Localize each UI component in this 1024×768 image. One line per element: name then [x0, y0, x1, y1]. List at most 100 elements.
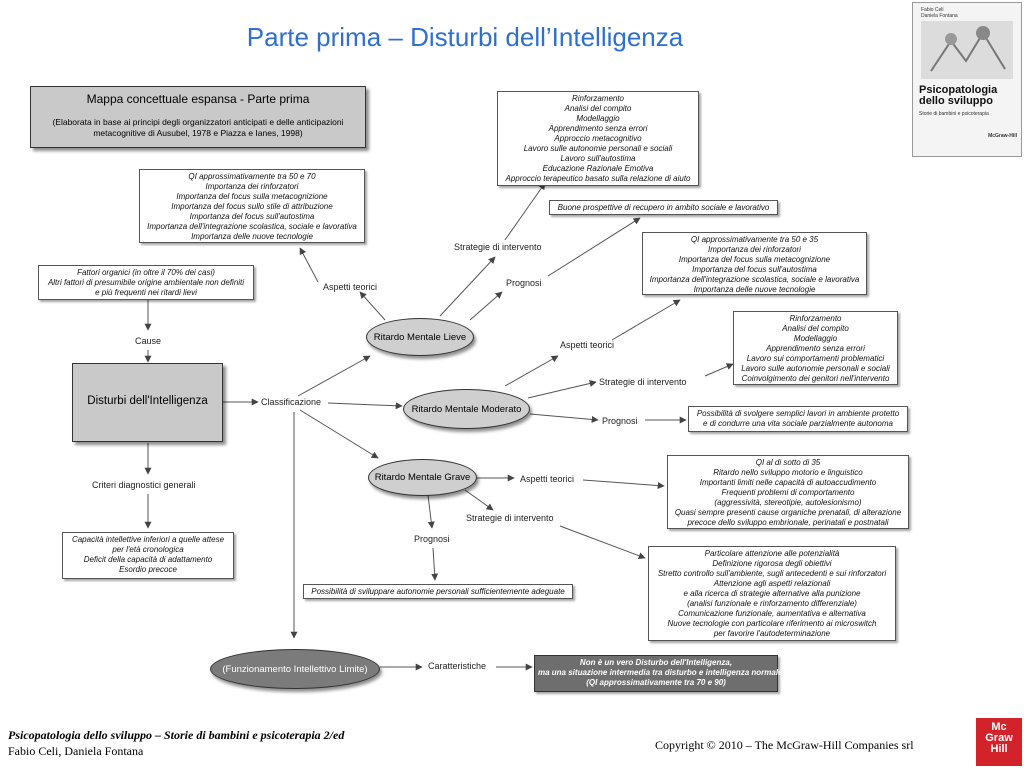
footer-book-title: Psicopatologia dello sviluppo – Storie d…: [8, 728, 345, 742]
strategie-grave-line-9: per favorire l'autodeterminazione: [713, 629, 831, 638]
prognosi-moderato-line-2: e di condurre una vita sociale parzialme…: [703, 419, 893, 428]
label-strategie-lieve: Strategie di intervento: [454, 242, 542, 252]
map-header-box: Mappa concettuale espansa - Parte prima …: [30, 86, 366, 148]
book-cover: Fabio Celi Daniela Fontana Psicopatologi…: [912, 2, 1022, 157]
aspetti-moderato-line-5: Importanza dell'integrazione scolastica,…: [649, 275, 860, 284]
aspetti-grave-line-4: Frequenti problemi di comportamento: [721, 488, 855, 497]
label-classificazione: Classificazione: [261, 397, 322, 407]
footer-copyright: Copyright © 2010 – The McGraw-Hill Compa…: [655, 738, 914, 752]
main-node-disturbi: Disturbi dell'Intelligenza: [72, 363, 223, 442]
aspetti-grave-line-7: precoce dello sviluppo embrionale, perin…: [687, 518, 889, 527]
strategie-moderato-line-4: Apprendimento senza errori: [766, 344, 865, 353]
aspetti-grave-line-5: (aggressività, stereotipie, autolesionis…: [714, 498, 862, 507]
aspetti-grave-line-2: Ritardo nello sviluppo motorio e linguis…: [713, 468, 863, 477]
mcgraw-hill-logo: Mc Graw Hill: [976, 718, 1022, 766]
aspetti-grave-line-6: Quasi sempre presenti cause organiche pr…: [674, 508, 902, 517]
box-prognosi-grave: Possibilità di sviluppare autonomie pers…: [303, 584, 573, 599]
node-ritardo-grave: Ritardo Mentale Grave: [368, 459, 477, 496]
box-aspetti-lieve: QI approssimativamente tra 50 e 70 Impor…: [139, 169, 365, 243]
strategie-lieve-line-5: Approccio metacognitivo: [554, 134, 642, 143]
label-prognosi-lieve: Prognosi: [506, 278, 542, 288]
aspetti-lieve-line-5: Importanza del focus sull'autostima: [189, 212, 315, 221]
aspetti-lieve-line-6: Importanza dell'integrazione scolastica,…: [147, 222, 357, 231]
prognosi-grave-line-1: Possibilità di sviluppare autonomie pers…: [311, 587, 565, 596]
box-prognosi-moderato: Possibilità di svolgere semplici lavori …: [688, 406, 908, 432]
aspetti-moderato-line-3: Importanza del focus sulla metacognizion…: [678, 255, 831, 264]
aspetti-lieve-line-7: Importanza delle nuove tecnologie: [191, 232, 313, 241]
box-prognosi-lieve: Buone prospettive di recupero in ambito …: [549, 200, 778, 215]
cause-line-1: Fattori organici (in oltre il 70% dei ca…: [77, 268, 215, 277]
aspetti-lieve-line-1: QI approssimativamente tra 50 e 70: [188, 172, 316, 181]
mcgraw-hill-logo-text: Mc Graw Hill: [985, 721, 1013, 755]
strategie-grave-line-3: Stretto controllo sull'ambiente, sugli a…: [657, 569, 887, 578]
page-title: Parte prima – Disturbi dell’Intelligenza: [246, 22, 684, 52]
strategie-grave-line-7: Comunicazione funzionale, aumentativa e …: [678, 609, 866, 618]
strategie-lieve-line-1: Rinforzamento: [571, 94, 625, 103]
footer-authors: Fabio Celi, Daniela Fontana: [8, 744, 144, 758]
box-aspetti-moderato: QI approssimativamente tra 50 e 35 Impor…: [642, 232, 867, 295]
strategie-moderato-line-3: Modellaggio: [793, 334, 838, 343]
strategie-lieve-line-2: Analisi del compito: [564, 104, 632, 113]
strategie-moderato-line-6: Lavoro sulle autonomie personali e socia…: [741, 364, 890, 373]
box-limite: Non è un vero Disturbo dell'Intelligenza…: [534, 655, 783, 692]
node-funzionamento-limite: (Funzionamento Intellettivo Limite): [210, 649, 380, 689]
node-ritardo-lieve: Ritardo Mentale Lieve: [366, 318, 474, 356]
cover-authors: Fabio Celi Daniela Fontana: [921, 7, 958, 19]
box-strategie-lieve: Rinforzamento Analisi del compito Modell…: [497, 91, 699, 186]
label-aspetti-lieve: Aspetti teorici: [323, 282, 378, 292]
main-node-label: Disturbi dell'Intelligenza: [87, 395, 208, 407]
strategie-grave-line-4: Attenzione agli aspetti relazionali: [713, 579, 831, 588]
strategie-moderato-line-5: Lavoro sui comportamenti problematici: [746, 354, 885, 363]
aspetti-lieve-line-3: Importanza del focus sulla metacognizion…: [176, 192, 328, 201]
label-caratteristiche: Caratteristiche: [428, 661, 487, 671]
aspetti-moderato-line-1: QI approssimativamente tra 50 e 35: [690, 235, 819, 244]
strategie-lieve-line-8: Educazione Razionale Emotiva: [542, 164, 654, 173]
aspetti-grave-line-3: Importanti limiti nelle capacità di auto…: [699, 478, 877, 487]
node-ritardo-moderato: Ritardo Mentale Moderato: [403, 389, 530, 429]
strategie-moderato-line-7: Coinvolgimento dei genitori nell'interve…: [741, 374, 890, 383]
prognosi-moderato-line-1: Possibilità di svolgere semplici lavori …: [696, 409, 900, 418]
box-strategie-grave: Particolare attenzione alle potenzialità…: [648, 546, 896, 641]
strategie-lieve-line-6: Lavoro sulle autonomie personali e socia…: [523, 144, 673, 153]
aspetti-moderato-line-2: Importanza dei rinforzatori: [708, 245, 801, 254]
label-aspetti-grave: Aspetti teorici: [520, 474, 575, 484]
cover-publisher: McGraw-Hill: [988, 133, 1017, 139]
label-criteri: Criteri diagnostici generali: [92, 480, 196, 490]
label-prognosi-moderato: Prognosi: [602, 416, 638, 426]
strategie-grave-line-2: Definizione rigorosa degli obiettivi: [712, 559, 832, 568]
strategie-lieve-line-9: Approccio terapeutico basato sulla relaz…: [505, 174, 691, 183]
limite-line-1: Non è un vero Disturbo dell'Intelligenza…: [579, 658, 733, 667]
aspetti-lieve-line-2: Importanza dei rinforzatori: [205, 182, 299, 191]
strategie-moderato-line-2: Analisi del compito: [782, 324, 849, 333]
label-cause: Cause: [135, 336, 162, 346]
cause-line-2: Altri fattori di presumibile origine amb…: [47, 278, 245, 287]
aspetti-moderato-line-6: Importanza delle nuove tecnologie: [693, 285, 816, 294]
map-header-title: Mappa concettuale espansa - Parte prima: [86, 92, 310, 106]
box-cause: Fattori organici (in oltre il 70% dei ca…: [38, 265, 254, 300]
strategie-grave-line-6: (analisi funzionale e rinforzamento diff…: [687, 599, 857, 608]
aspetti-moderato-line-4: Importanza del focus sull'autostima: [692, 265, 817, 274]
strategie-grave-line-5: e alla ricerca di strategie alternative …: [683, 589, 861, 598]
label-strategie-moderato: Strategie di intervento: [599, 377, 687, 387]
strategie-moderato-line-1: Rinforzamento: [789, 314, 842, 323]
map-header-subtitle-2: metacognitive di Ausubel, 1978 e Piazza …: [93, 128, 303, 138]
criteri-line-4: Esordio precoce: [119, 565, 177, 574]
cause-line-3: e più frequenti nei ritardi lievi: [95, 288, 197, 297]
criteri-line-3: Deficit della capacità di adattamento: [83, 555, 213, 564]
label-strategie-grave: Strategie di intervento: [466, 513, 554, 523]
aspetti-grave-line-1: QI al di sotto di 35: [755, 458, 821, 467]
strategie-grave-line-1: Particolare attenzione alle potenzialità: [704, 549, 840, 558]
criteri-line-2: per l'età cronologica: [112, 545, 184, 554]
strategie-lieve-line-3: Modellaggio: [576, 114, 620, 123]
limite-line-3: (QI approssimativamente tra 70 e 90): [586, 678, 726, 687]
strategie-lieve-line-4: Apprendimento senza errori: [548, 124, 648, 133]
label-prognosi-grave: Prognosi: [414, 534, 450, 544]
aspetti-lieve-line-4: Importanza del focus sullo stile di attr…: [171, 202, 333, 211]
limite-line-2: ma una situazione intermedia tra disturb…: [538, 668, 783, 677]
label-aspetti-moderato: Aspetti teorici: [560, 340, 615, 350]
criteri-line-1: Capacità intellettive inferiori a quelle…: [71, 535, 225, 544]
cover-title: Psicopatologia dello sviluppo: [919, 84, 998, 107]
cover-illustration: [921, 21, 1013, 79]
strategie-lieve-line-7: Lavoro sull'autostima: [560, 154, 636, 163]
